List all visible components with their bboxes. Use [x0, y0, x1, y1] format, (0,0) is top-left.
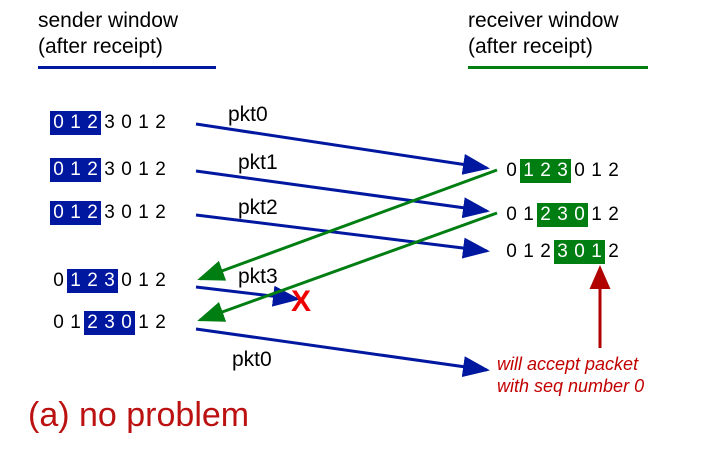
seq-digit: 1 [138, 202, 149, 223]
seq-digit: 3 [557, 241, 568, 262]
packet-label-pkt2: pkt2 [238, 196, 278, 219]
seq-digit: 1 [70, 312, 81, 333]
seq-digit: 0 [121, 159, 132, 180]
seq-digit: 2 [155, 159, 166, 180]
receiver-title-underline [468, 66, 648, 69]
figure-caption: (a) no problem [28, 396, 250, 434]
seq-digit: 0 [53, 312, 64, 333]
seq-digit: 1 [138, 112, 149, 133]
seq-digit: 3 [557, 160, 568, 181]
annotation-line1: will accept packet [497, 354, 639, 374]
seq-digit: 0 [506, 241, 517, 262]
seq-digit: 1 [591, 160, 602, 181]
seq-digit: 1 [523, 204, 534, 225]
seq-digit: 2 [608, 241, 619, 262]
packet-label-pkt3: pkt3 [238, 265, 278, 288]
annotation-line2: with seq number 0 [497, 376, 645, 396]
sender-window-title-line1: sender window [38, 9, 179, 32]
sender-title-underline [38, 66, 216, 69]
seq-digit: 2 [87, 202, 98, 223]
packet-label-pkt0: pkt0 [228, 103, 268, 126]
seq-digit: 0 [121, 112, 132, 133]
seq-digit: 0 [53, 159, 64, 180]
seq-digit: 2 [87, 312, 98, 333]
seq-digit: 1 [138, 159, 149, 180]
packet-label-pkt1: pkt1 [238, 151, 278, 174]
seq-digit: 1 [523, 160, 534, 181]
seq-digit: 1 [523, 241, 534, 262]
data-arrow-pkt2 [195, 213, 490, 259]
seq-digit: 1 [138, 312, 149, 333]
seq-digit: 0 [574, 204, 585, 225]
seq-digit: 1 [70, 270, 81, 291]
seq-digit: 1 [591, 204, 602, 225]
seq-digit: 3 [104, 112, 115, 133]
seq-digit: 0 [53, 270, 64, 291]
seq-digit: 3 [104, 312, 115, 333]
seq-digit: 2 [87, 159, 98, 180]
seq-digit: 2 [608, 160, 619, 181]
packet-loss-x-icon: X [291, 285, 312, 318]
seq-digit: 1 [70, 159, 81, 180]
seq-digit: 1 [591, 241, 602, 262]
seq-digit: 0 [574, 241, 585, 262]
seq-digit: 2 [155, 312, 166, 333]
seq-digit: 0 [506, 204, 517, 225]
receiver-window-title-line2: (after receipt) [468, 35, 593, 58]
packet-label-pkt0-retransmit: pkt0 [232, 348, 272, 371]
seq-digit: 3 [104, 159, 115, 180]
seq-digit: 0 [121, 202, 132, 223]
seq-digit: 3 [557, 204, 568, 225]
seq-digit: 2 [87, 270, 98, 291]
seq-digit: 3 [104, 202, 115, 223]
seq-digit: 2 [155, 112, 166, 133]
ack-arrow-1 [197, 168, 498, 281]
seq-digit: 0 [121, 270, 132, 291]
seq-digit: 1 [70, 112, 81, 133]
seq-digit: 1 [138, 270, 149, 291]
seq-digit: 2 [540, 160, 551, 181]
seq-digit: 2 [155, 270, 166, 291]
sender-window-title-line2: (after receipt) [38, 35, 163, 58]
seq-digit: 0 [506, 160, 517, 181]
seq-digit: 3 [104, 270, 115, 291]
seq-digit: 2 [87, 112, 98, 133]
seq-digit: 2 [540, 204, 551, 225]
seq-digit: 2 [540, 241, 551, 262]
seq-digit: 0 [574, 160, 585, 181]
seq-digit: 0 [53, 112, 64, 133]
seq-digit: 2 [155, 202, 166, 223]
seq-digit: 2 [608, 204, 619, 225]
seq-digit: 1 [70, 202, 81, 223]
seq-digit: 0 [53, 202, 64, 223]
receiver-window-title-line1: receiver window [468, 9, 619, 32]
seq-digit: 0 [121, 312, 132, 333]
